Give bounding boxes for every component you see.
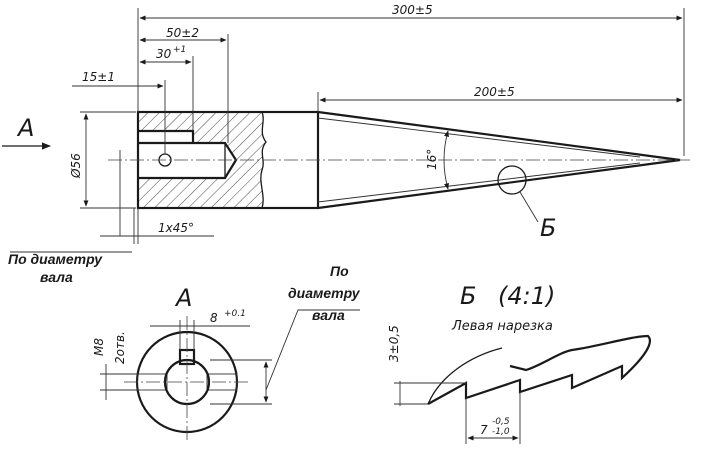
hole-cavity — [138, 143, 236, 178]
shaft-note-2-line2: диаметру — [288, 285, 361, 301]
view-a: А 8 +0.1 M8 2отв. — [92, 284, 360, 440]
slot-width-tol: +0.1 — [224, 309, 246, 319]
detail-leader — [519, 191, 539, 223]
slot-width-ext — [179, 320, 195, 350]
detail-circle — [497, 165, 527, 195]
slot-width-label: 8 — [210, 311, 218, 325]
bolt-count-label: 2отв. — [113, 331, 127, 364]
detail-b: Б (4:1) Левая нарезка 3±0,5 7 -0,5 -1,0 — [387, 282, 651, 444]
view-a-title: А — [174, 284, 192, 312]
main-view: Б 16° А Ø56 300±5 50±2 30 +1 15±1 — [2, 3, 690, 253]
shaft-note-1-line2: вала — [40, 269, 73, 285]
view-a-arrow-label: А — [16, 114, 34, 142]
cone-inner-line — [317, 117, 641, 203]
thread-outer-line — [427, 347, 503, 405]
bolt-label: M8 — [92, 338, 106, 356]
slot-cavity — [138, 131, 193, 143]
diameter-label: Ø56 — [69, 153, 83, 179]
detail-marker-label: Б — [540, 214, 556, 242]
cone-length-label: 200±5 — [474, 85, 515, 99]
diameter-ext-lines — [80, 111, 136, 209]
slot-depth-label: 30 — [156, 47, 172, 61]
detail-caption: Левая нарезка — [451, 319, 553, 334]
pin-offset-label: 15±1 — [82, 70, 115, 84]
break-line — [260, 111, 267, 209]
hole-depth-label: 50±2 — [166, 26, 199, 40]
total-length-ext — [137, 8, 685, 156]
thread-height-label: 3±0,5 — [387, 325, 401, 362]
view-a-diam-ext — [210, 359, 272, 405]
detail-scale: (4:1) — [498, 282, 555, 310]
shaft-note-1: По диаметру вала — [8, 251, 103, 285]
detail-title: Б — [460, 282, 476, 310]
slot-depth-tol: +1 — [173, 45, 186, 55]
chamfer-ext — [133, 208, 139, 244]
chamfer-label: 1x45° — [158, 221, 194, 235]
thread-pitch-ext — [465, 392, 521, 444]
shaft-note-2-line1: По — [330, 263, 349, 279]
shaft-note-2: По диаметру вала — [288, 263, 361, 323]
thread-pitch-tol-lower: -1,0 — [492, 427, 510, 437]
shaft-note-1-line1: По диаметру — [8, 251, 103, 267]
shaft-note-2-leader — [265, 309, 360, 391]
thread-profile — [427, 334, 651, 405]
total-length-label: 300±5 — [392, 3, 433, 17]
cone-angle-arc — [443, 130, 449, 190]
shaft-note-2-line3: вала — [312, 307, 345, 323]
cone-angle-label: 16° — [425, 149, 439, 170]
thread-pitch-label: 7 — [480, 423, 488, 437]
thread-pitch-tol-upper: -0,5 — [492, 417, 510, 427]
